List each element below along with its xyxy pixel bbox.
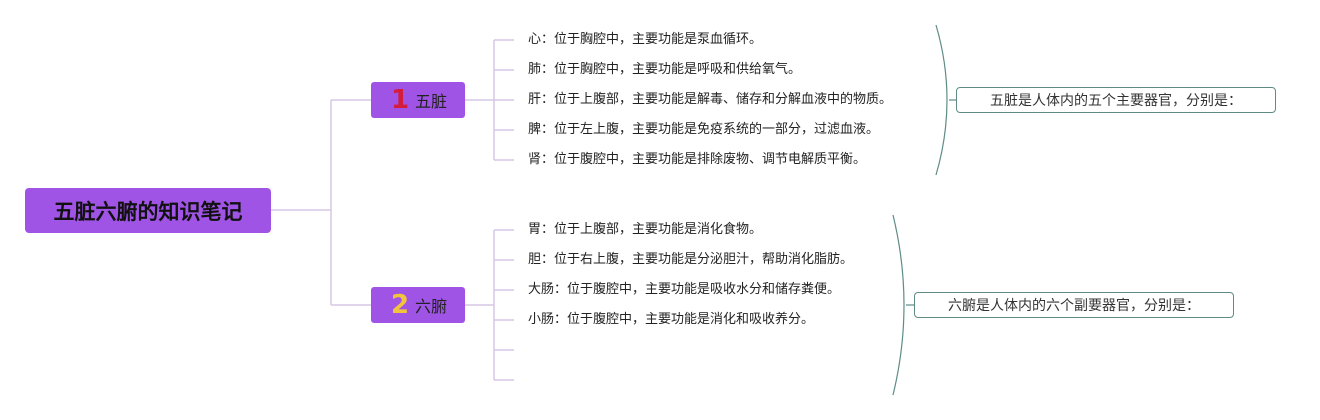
leaf-item[interactable]: 大肠：位于腹腔中，主要功能是吸收水分和储存粪便。 [528,282,841,297]
branch-topic-1[interactable]: 1 五脏 [371,82,465,118]
branch-topic-2[interactable]: 2 六腑 [371,287,465,323]
root-connector [271,99,371,306]
branch-label-2: 六腑 [415,297,448,316]
summary-branch-1[interactable]: 五脏是人体内的五个主要器官，分别是： [956,87,1276,113]
leaf-item[interactable]: 肾：位于腹腔中，主要功能是排除废物、调节电解质平衡。 [528,152,867,167]
leaf-item[interactable]: 心：位于胸腔中，主要功能是泵血循环。 [528,32,763,47]
summary-branch-2[interactable]: 六腑是人体内的六个副要器官，分别是： [914,292,1234,318]
branch-number-2: 2 [391,290,410,320]
bracket-branch-2 [892,214,905,396]
leaf-item[interactable]: 胃：位于上腹部，主要功能是消化食物。 [528,222,763,237]
leaf-item[interactable]: 肺：位于胸腔中，主要功能是呼吸和供给氧气。 [528,62,802,77]
branch-1-connector [465,39,514,161]
leaf-item[interactable]: 胆：位于右上腹，主要功能是分泌胆汁，帮助消化脂肪。 [528,252,854,267]
branch-2-connector [465,229,514,381]
leaf-item[interactable]: 小肠：位于腹腔中，主要功能是消化和吸收养分。 [528,312,815,327]
leaf-item[interactable]: 脾：位于左上腹，主要功能是免疫系统的一部分，过滤血液。 [528,122,880,137]
branch-number-1: 1 [391,85,410,115]
bracket-branch-1 [935,24,948,176]
root-topic[interactable]: 五脏六腑的知识笔记 [25,188,271,233]
branch-label-1: 五脏 [415,92,448,111]
leaf-item[interactable]: 肝：位于上腹部，主要功能是解毒、储存和分解血液中的物质。 [528,92,893,107]
